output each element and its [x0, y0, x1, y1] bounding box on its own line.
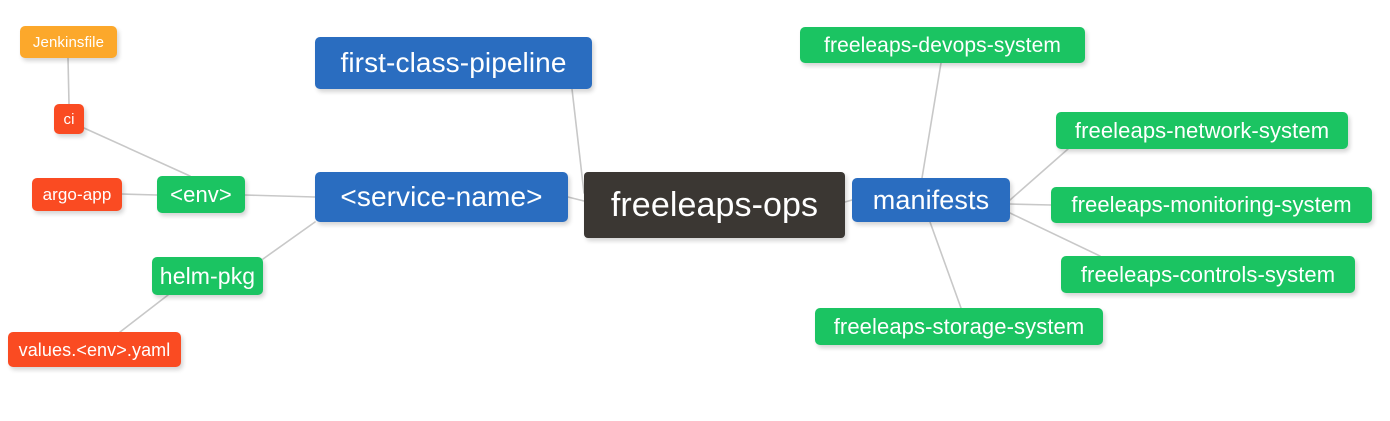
mindmap-node-jenkinsfile[interactable]: Jenkinsfile: [20, 26, 117, 58]
mindmap-node-helm-pkg[interactable]: helm-pkg: [152, 257, 263, 295]
mindmap-node-manifests[interactable]: manifests: [852, 178, 1010, 222]
mindmap-node-values-env-yaml[interactable]: values.<env>.yaml: [8, 332, 181, 367]
mindmap-node-first-class-pipeline[interactable]: first-class-pipeline: [315, 37, 592, 89]
mindmap-node-freeleaps-controls-system[interactable]: freeleaps-controls-system: [1061, 256, 1355, 293]
mindmap-node-env[interactable]: <env>: [157, 176, 245, 213]
mindmap-node-freeleaps-network-system[interactable]: freeleaps-network-system: [1056, 112, 1348, 149]
mindmap-node-service-name[interactable]: <service-name>: [315, 172, 568, 222]
mindmap-node-freeleaps-storage-system[interactable]: freeleaps-storage-system: [815, 308, 1103, 345]
mindmap-node-freeleaps-devops-system[interactable]: freeleaps-devops-system: [800, 27, 1085, 63]
mindmap-node-freeleaps-monitoring-system[interactable]: freeleaps-monitoring-system: [1051, 187, 1372, 223]
mindmap-node-argo-app[interactable]: argo-app: [32, 178, 122, 211]
mindmap-node-freeleaps-ops[interactable]: freeleaps-ops: [584, 172, 845, 238]
mindmap-node-ci[interactable]: ci: [54, 104, 84, 134]
